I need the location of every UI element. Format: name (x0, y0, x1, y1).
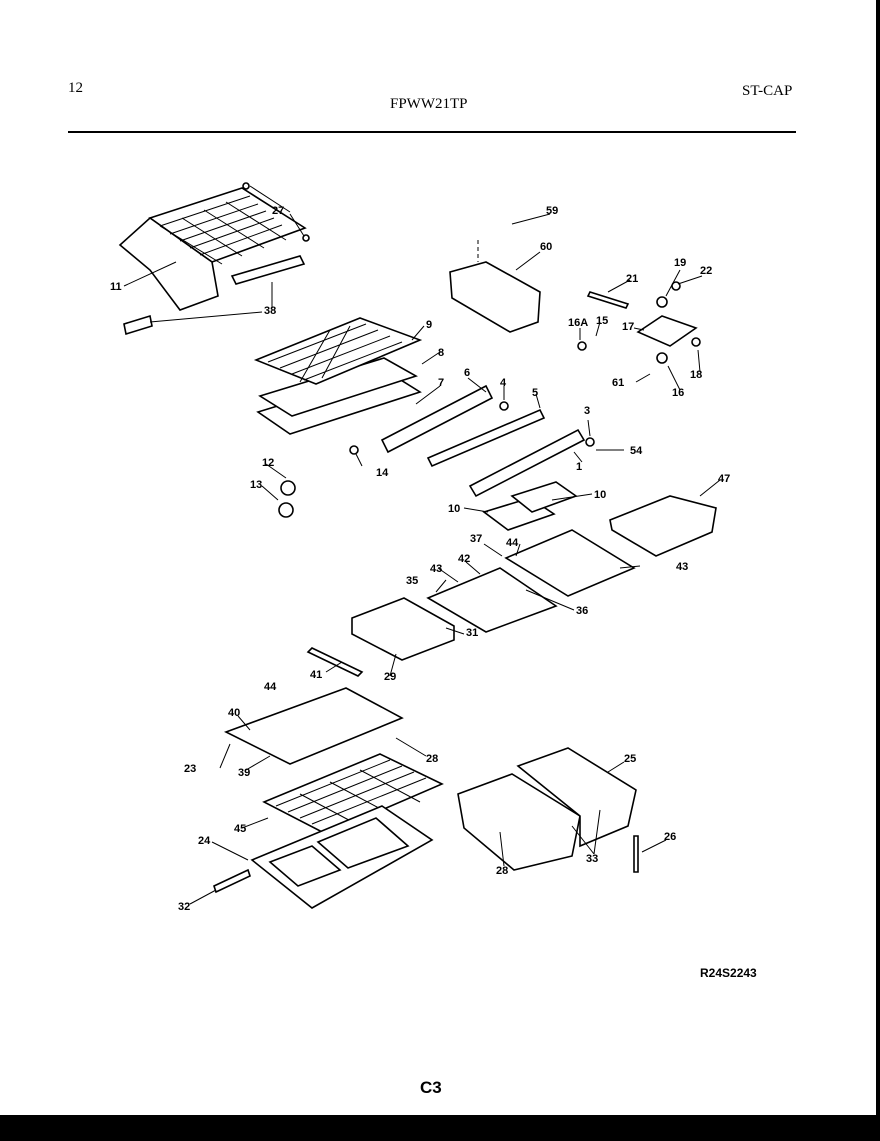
diagram-code: C3 (420, 1078, 442, 1097)
part-label: 29 (384, 671, 396, 683)
freezer-wire-shelf (118, 187, 307, 336)
page-number: 12 (68, 80, 83, 96)
reference-number: R24S2243 (700, 966, 757, 980)
part-label: 38 (264, 305, 276, 317)
leader-lines (123, 185, 721, 905)
part-label: 24 (198, 835, 211, 847)
part-label: 1 (576, 461, 582, 473)
part-label: 3 (584, 405, 590, 417)
part-label: 7 (438, 377, 444, 389)
part-label: 59 (546, 205, 558, 217)
part-label: 54 (630, 445, 643, 457)
part-label: 41 (310, 669, 322, 681)
part-label: 26 (664, 831, 676, 843)
part-label: 21 (626, 273, 638, 285)
part-label: 35 (406, 575, 418, 587)
part-label: 42 (458, 553, 470, 565)
part-label: 44 (264, 681, 277, 693)
section-code: ST-CAP (742, 83, 793, 99)
part-label: 61 (612, 377, 624, 389)
part-label: 16 (672, 387, 684, 399)
part-label: 60 (540, 241, 552, 253)
part-label: 11 (110, 281, 122, 293)
ice-trays (482, 481, 578, 531)
part-label: 18 (690, 369, 702, 381)
part-label: 5 (532, 387, 538, 399)
part-label: 8 (438, 347, 444, 359)
crisper-cover-assembly (253, 317, 494, 454)
part-label: 36 (576, 605, 588, 617)
right-scan-border (876, 0, 880, 1141)
shelf-rails (426, 408, 586, 498)
divider-27 (633, 835, 639, 873)
part-number-labels: 1 3 4 5 6 7 8 9 10 10 11 12 13 14 15 16 … (110, 205, 730, 913)
part-label: 44 (506, 537, 519, 549)
crisper-drawers (457, 747, 637, 871)
shelf-bracket-42 (306, 647, 364, 677)
part-label: 14 (376, 467, 389, 479)
part-label: 45 (234, 823, 246, 835)
part-label: 19 (674, 257, 686, 269)
part-label: 43 (430, 563, 442, 575)
damper-control (586, 281, 701, 364)
glass-shelf-41 (223, 687, 404, 765)
crisper-grid-cover (262, 753, 444, 835)
part-label: 23 (184, 763, 196, 775)
part-label: 13 (250, 479, 262, 491)
part-label: 15 (596, 315, 608, 327)
part-label: 27 (272, 205, 284, 217)
part-label: 25 (624, 753, 636, 765)
glass-shelves (426, 529, 636, 633)
part-label: 16A (568, 317, 588, 329)
part-label: 9 (426, 319, 432, 331)
meat-drawer (351, 597, 455, 661)
snack-tray-54 (609, 495, 717, 557)
part-label: 12 (262, 457, 274, 469)
header-divider (68, 131, 796, 133)
part-label: 10 (448, 503, 460, 515)
part-label: 28 (426, 753, 438, 765)
part-label: 6 (464, 367, 470, 379)
part-label: 28 (496, 865, 508, 877)
part-label: 33 (586, 853, 598, 865)
control-housing (449, 240, 541, 333)
part-label: 4 (500, 377, 507, 389)
part-label: 17 (622, 321, 634, 333)
part-label: 39 (238, 767, 250, 779)
part-label: 32 (178, 901, 190, 913)
part-label: 40 (228, 707, 240, 719)
part-label: 31 (466, 627, 478, 639)
part-label: 47 (718, 473, 730, 485)
model-number: FPWW21TP (390, 96, 468, 112)
part-label: 43 (676, 561, 688, 573)
bottom-scan-border (0, 1115, 880, 1141)
part-label: 37 (470, 533, 482, 545)
part-label: 22 (700, 265, 712, 277)
small-parts (242, 182, 595, 518)
part-label: 10 (594, 489, 606, 501)
